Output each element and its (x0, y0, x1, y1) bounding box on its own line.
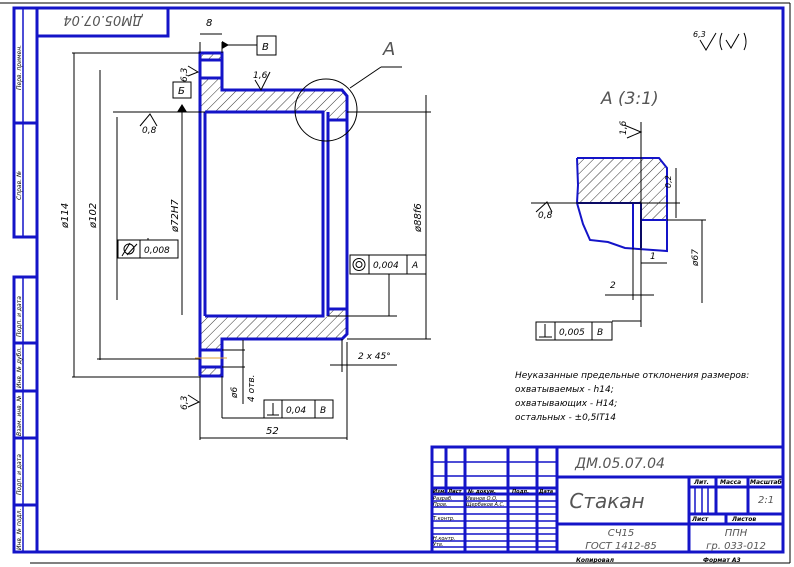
dim-flange-width: 8 (206, 18, 212, 29)
part-outline (195, 51, 349, 378)
dim-dia-72: ø72H7 (170, 199, 181, 233)
sheets-label: Листов (731, 516, 756, 523)
roughness-icon (623, 124, 643, 139)
stamp-label: Справ. № (16, 171, 23, 200)
header-list: Лист (447, 489, 463, 495)
dim-dia-102: ø102 (88, 203, 99, 229)
datum-b-box (256, 35, 277, 56)
detail-dim-1: 1 (650, 252, 656, 262)
concentricity-tolerance-frame: 0,004 А (349, 254, 427, 275)
name-developer: Иванов О.О. (466, 496, 498, 502)
stamp-label: Инв. № дубл. (16, 347, 23, 388)
datum-b2-box (172, 81, 192, 99)
perpendicularity-icon (539, 324, 552, 338)
detail-title: А (3:1) (600, 89, 659, 109)
rotated-designation-box: ДМ05.07.04 (35, 6, 170, 38)
part-name: Стакан (569, 489, 644, 513)
dim-hole-dia: ø6 (230, 386, 240, 399)
roughness-6-3-top: 6,3 (180, 67, 190, 82)
designation: ДМ.05.07.04 (574, 456, 665, 472)
detail-dia-67: ø67 (691, 249, 701, 267)
header-date: Дата (538, 489, 554, 495)
dimension-lines (72, 33, 431, 440)
note-line: Неуказанные предельные отклонения размер… (515, 371, 749, 381)
detail-view: А (3:1) 1,6 0,8 0,2 1 2 ø67 0,005 В (531, 89, 706, 341)
organization-line1: ППН (725, 528, 748, 539)
detail-dim-2: 2 (610, 281, 616, 291)
stamp-label: Перв. примен. (16, 45, 23, 90)
copied-label: Копировал (576, 557, 615, 564)
role-checker: Пров. (433, 502, 448, 508)
perpendicularity-tolerance-frame: 0,04 В (263, 399, 334, 419)
side-stamp: Перв. примен. Справ. № Подп. и дата Инв.… (12, 6, 39, 554)
dim-chamfer: 2 x 45° (358, 352, 391, 362)
mass-label: Масса (720, 479, 741, 486)
cylindricity-value: 0,008 (144, 246, 170, 256)
detail-roughness-1-6: 1,6 (619, 120, 629, 135)
cylindricity-tolerance-frame: 0,008 (117, 239, 179, 259)
lit-label: Лит. (693, 479, 709, 486)
detail-dim-0-2: 0,2 (664, 175, 673, 188)
header-doc-no: № докум. (467, 489, 496, 495)
detail-perpendicularity-frame: 0,005 В (535, 321, 613, 341)
section-hatching (200, 53, 347, 376)
role-approved: Утв. (433, 542, 444, 548)
perpendicularity-datum: В (320, 406, 326, 416)
roughness-0-8: 0,8 (142, 126, 157, 136)
scale-value: 2:1 (758, 495, 774, 506)
note-line: остальных - ±0,5IT14 (515, 413, 616, 423)
perpendicularity-icon (267, 403, 279, 416)
organization-line2: гр. 033-012 (706, 541, 766, 552)
roughness-icon (187, 394, 201, 408)
detail-perp-value: 0,005 (559, 328, 585, 338)
header-sign: Подп. (512, 489, 529, 495)
stamp-label: Подп. и дата (16, 454, 23, 495)
roughness-6-3-bottom: 6,3 (180, 395, 190, 410)
section-a-callout: А (382, 39, 395, 60)
roughness-icon (254, 71, 271, 92)
sheet-label: Лист (691, 516, 709, 523)
concentricity-value: 0,004 (373, 261, 399, 271)
dim-length: 52 (266, 426, 279, 437)
roughness-1-6: 1,6 (253, 71, 268, 81)
note-line: охватывающих - H14; (515, 399, 617, 409)
rotated-designation: ДМ05.07.04 (63, 12, 143, 27)
dim-dia-114: ø114 (60, 203, 71, 229)
title-block: Изм. Лист № докум. Подп. Дата Разраб. Ив… (430, 445, 785, 554)
general-roughness-value: 6,3 (693, 30, 706, 39)
format-label: Формат А3 (703, 557, 741, 564)
roughness-icon (535, 201, 553, 213)
role-developer: Разраб. (433, 496, 453, 502)
concentricity-datum: А (411, 261, 418, 271)
material-line1: СЧ15 (608, 528, 635, 539)
role-tech-control: Т.контр. (433, 516, 455, 522)
detail-perp-datum: В (597, 328, 603, 338)
datum-b2-label: Б (178, 86, 185, 97)
header-izm: Изм. (433, 489, 446, 495)
cylindricity-icon (121, 242, 138, 257)
stamp-label: Взам. инв. № (16, 395, 23, 436)
concentricity-icon (352, 258, 366, 271)
roughness-icon (139, 113, 158, 127)
drawing-frame (35, 6, 785, 554)
roughness-icon (187, 65, 200, 77)
dim-dia-88: ø88f6 (413, 203, 424, 233)
scale-label: Масштаб (750, 479, 782, 486)
detail-roughness-0-8: 0,8 (538, 211, 553, 221)
general-roughness: 6,3 (693, 30, 747, 51)
hole-count: 4 отв. (247, 374, 257, 402)
datum-b-label: В (262, 42, 269, 53)
note-line: охватываемых - h14; (515, 385, 614, 395)
name-checker: Щербаков А.С. (466, 502, 505, 508)
material-line2: ГОСТ 1412-85 (585, 541, 657, 552)
main-view: 8 В А 1,6 6,3 Б 0,8 ø114 ø102 ø72H7 ø88f… (60, 18, 431, 440)
technical-notes: Неуказанные предельные отклонения размер… (515, 371, 749, 423)
stamp-label: Инв. № подл. (16, 509, 23, 550)
stamp-label: Подп. и дата (16, 296, 23, 337)
perpendicularity-value: 0,04 (286, 406, 306, 416)
roughness-icon (699, 32, 747, 51)
role-norm-control: Н.контр. (433, 536, 455, 542)
